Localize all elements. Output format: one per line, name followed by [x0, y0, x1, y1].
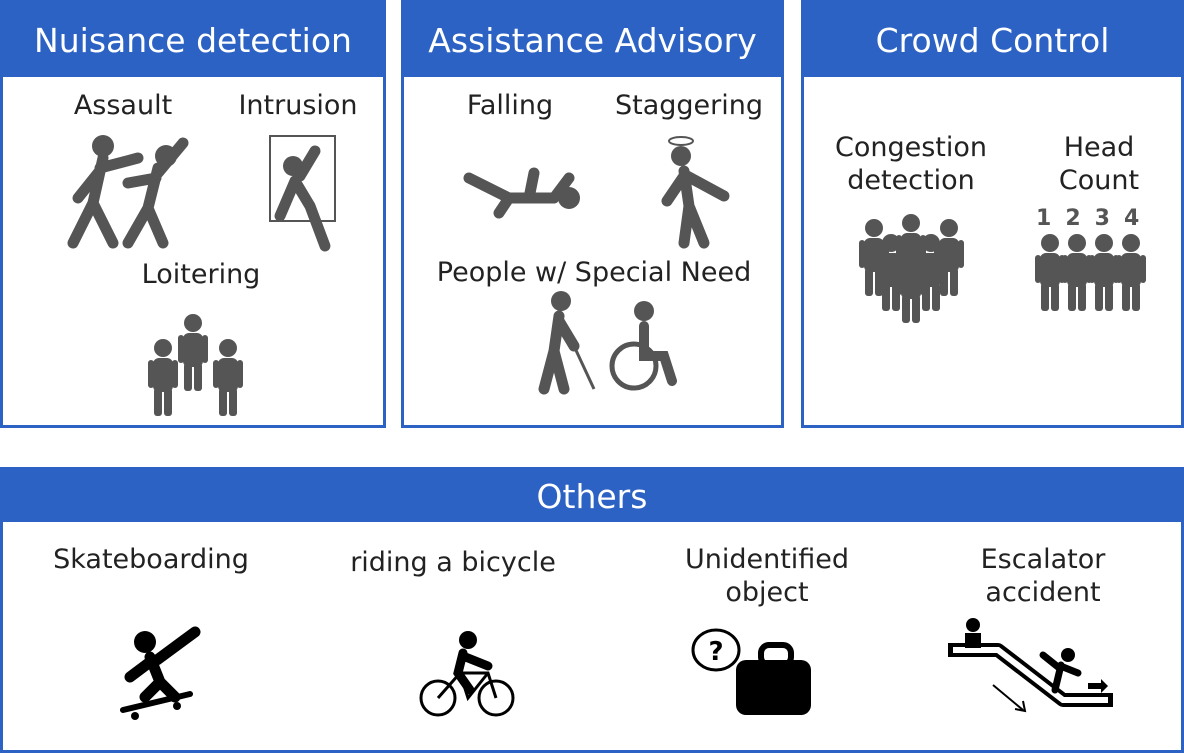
number: 1 — [1036, 206, 1066, 231]
number: 4 — [1123, 206, 1154, 231]
bicycle-icon — [419, 631, 515, 717]
elderly-with-cane-icon — [538, 291, 596, 395]
label-riding-bicycle: riding a bicycle — [350, 547, 556, 578]
number: 3 — [1094, 206, 1124, 231]
label-loitering: Loitering — [141, 259, 261, 290]
label-line: Congestion — [834, 132, 988, 163]
head-count-icon — [1035, 234, 1146, 311]
assault-icon — [67, 135, 189, 249]
panel-nuisance-detection: Nuisance detection Assault Intrusion Loi… — [0, 0, 386, 428]
label-line: Head — [1063, 132, 1135, 163]
congestion-icon — [859, 214, 964, 323]
label-line: Escalator — [980, 544, 1106, 575]
escalator-accident-icon — [948, 618, 1113, 713]
panel-title: Assistance Advisory — [404, 3, 781, 77]
label-assault: Assault — [73, 90, 173, 121]
question-mark: ? — [708, 637, 723, 667]
panel-title: Nuisance detection — [3, 3, 383, 77]
panel-title: Others — [3, 470, 1181, 522]
label-line: object — [725, 577, 809, 608]
falling-icon — [463, 167, 580, 219]
intrusion-icon — [269, 135, 336, 252]
skateboarding-icon — [120, 626, 201, 720]
label-line: Unidentified — [684, 544, 850, 575]
label-falling: Falling — [466, 90, 554, 121]
label-line: detection — [847, 165, 975, 196]
panel-others: Others Skateboarding riding a bicycle Un… — [0, 467, 1184, 753]
head-count-numbers: 1234 — [1036, 206, 1153, 231]
panel-title: Crowd Control — [804, 3, 1181, 77]
label-intrusion: Intrusion — [238, 90, 358, 121]
loitering-icon — [148, 314, 243, 416]
wheelchair-icon — [609, 301, 677, 391]
label-special-need: People w/ Special Need — [436, 257, 752, 288]
label-staggering: Staggering — [614, 90, 764, 121]
panel-assistance-advisory: Assistance Advisory Falling Staggering P… — [401, 0, 784, 428]
label-skateboarding: Skateboarding — [53, 544, 249, 575]
number: 2 — [1065, 206, 1095, 231]
label-line: accident — [985, 577, 1101, 608]
label-line: Count — [1058, 165, 1140, 196]
unidentified-object-icon: ? — [691, 628, 811, 715]
staggering-icon — [661, 136, 730, 249]
